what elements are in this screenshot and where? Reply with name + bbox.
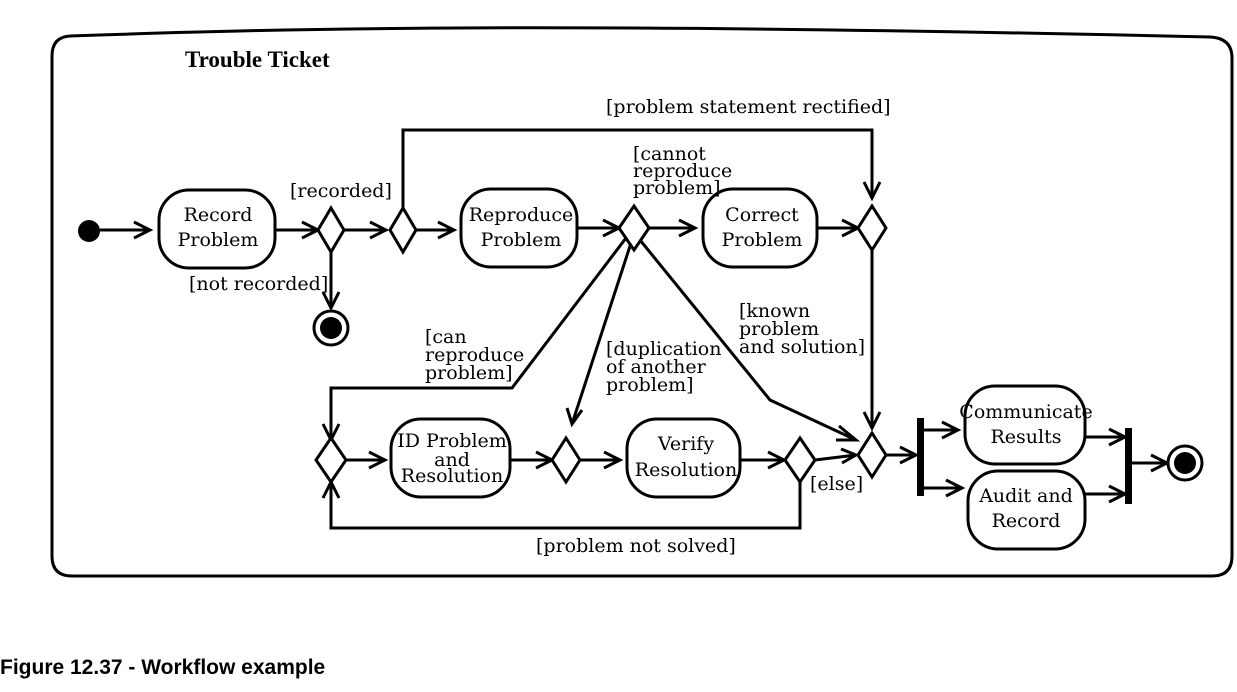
action-record-problem: Record Problem bbox=[157, 188, 277, 270]
guard-statement-rectified: [problem statement rectified] bbox=[606, 96, 891, 118]
fork-bar bbox=[917, 418, 924, 496]
decision-solved bbox=[783, 435, 817, 485]
action-verify-resolution: Verify Resolution bbox=[625, 417, 742, 499]
guard-label-line: [recorded] bbox=[290, 180, 392, 202]
merge-duplication bbox=[550, 435, 582, 485]
merge-after-correct bbox=[856, 203, 888, 253]
guard-label-line: [not recorded] bbox=[189, 273, 328, 295]
guard-label-line: [problem not solved] bbox=[536, 535, 736, 557]
activity-frame bbox=[50, 26, 1234, 578]
action-label-line: Reproduce bbox=[469, 204, 574, 226]
decision-reproduce bbox=[617, 203, 651, 253]
guard-cannot-reproduce: [cannot reproduce problem] bbox=[633, 143, 732, 199]
guard-label-line: [cannot bbox=[633, 143, 706, 165]
guard-label-line: problem] bbox=[633, 177, 721, 199]
action-label-line: ID Problem bbox=[397, 430, 507, 452]
action-label-line: Resolution bbox=[635, 459, 737, 481]
action-reproduce-problem: Reproduce Problem bbox=[459, 187, 579, 269]
action-label-line: Resolution bbox=[401, 465, 503, 487]
activity-title: Trouble Ticket bbox=[185, 47, 330, 72]
guard-else: [else] bbox=[810, 473, 863, 495]
action-label-line: Record bbox=[184, 204, 253, 226]
guard-label-line: of another bbox=[606, 356, 707, 378]
action-label-line: Problem bbox=[722, 229, 803, 251]
guard-label-line: problem] bbox=[606, 374, 694, 396]
action-label-line: Record bbox=[992, 510, 1061, 532]
action-label-line: Problem bbox=[481, 229, 562, 251]
initial-node bbox=[78, 220, 100, 242]
guard-label-line: reproduce bbox=[633, 160, 732, 182]
merge-final bbox=[856, 430, 888, 480]
guard-label-line: [problem statement rectified] bbox=[606, 96, 891, 118]
guard-label-line: [else] bbox=[810, 473, 863, 495]
action-label-line: Verify bbox=[657, 433, 714, 455]
action-id-problem: ID Problem and Resolution bbox=[389, 417, 512, 499]
figure-caption: Figure 12.37 - Workflow example bbox=[0, 656, 325, 679]
guard-label-line: [can bbox=[425, 326, 467, 348]
guard-label-line: [known bbox=[739, 300, 810, 322]
guard-not-recorded: [not recorded] bbox=[189, 273, 328, 295]
action-correct-problem: Correct Problem bbox=[701, 187, 819, 269]
final-node-not-recorded bbox=[312, 309, 350, 347]
action-label-line: Correct bbox=[725, 204, 799, 226]
guard-label-line: problem] bbox=[425, 362, 513, 384]
merge-rectified bbox=[388, 205, 418, 255]
guard-can-reproduce: [can reproduce problem] bbox=[425, 326, 524, 384]
action-communicate-results: Communicate Results bbox=[959, 384, 1093, 466]
decision-recorded bbox=[316, 205, 346, 255]
guard-not-solved: [problem not solved] bbox=[536, 535, 736, 557]
action-label-line: Results bbox=[991, 426, 1062, 448]
action-label-line: and bbox=[434, 449, 470, 471]
guard-label-line: and solution] bbox=[739, 336, 865, 358]
action-label-line: Audit and bbox=[978, 485, 1073, 507]
guard-label-line: [duplication bbox=[606, 338, 721, 360]
action-label-line: Communicate bbox=[959, 401, 1092, 423]
guard-known-problem: [known problem and solution] bbox=[739, 300, 865, 358]
merge-loop bbox=[314, 435, 348, 485]
guard-duplication: [duplication of another problem] bbox=[606, 338, 721, 396]
guard-label-line: reproduce bbox=[425, 344, 524, 366]
action-label-line: Problem bbox=[178, 229, 259, 251]
guard-label-line: problem bbox=[739, 318, 819, 340]
join-bar bbox=[1125, 428, 1132, 504]
action-audit-record: Audit and Record bbox=[966, 469, 1087, 551]
control-flows bbox=[100, 128, 1167, 530]
guard-recorded: [recorded] bbox=[290, 180, 392, 202]
final-node-end bbox=[1166, 444, 1204, 482]
